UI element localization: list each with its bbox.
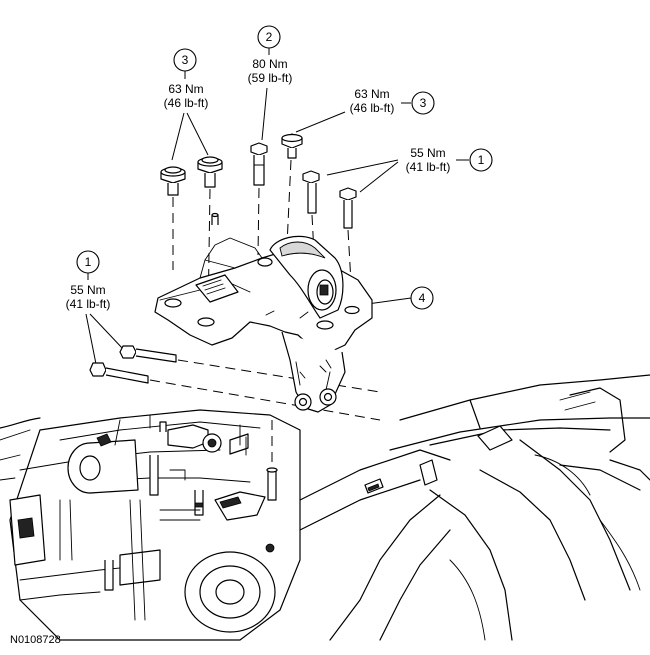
callout-number: 3 xyxy=(420,96,427,110)
engine-bay-assembly xyxy=(0,374,650,641)
flange-bolt-a xyxy=(160,166,186,270)
torque-nm-label: 80 Nm xyxy=(252,57,287,71)
callout-1-right: 55 Nm (41 lb-ft) 1 xyxy=(326,146,493,193)
torque-lbft-label: (46 lb-ft) xyxy=(350,101,395,115)
torque-nm-label: 55 Nm xyxy=(70,283,105,297)
callout-number: 4 xyxy=(419,291,426,305)
callout-number: 1 xyxy=(478,153,485,167)
stud-bolt xyxy=(250,142,268,256)
torque-lbft-label: (59 lb-ft) xyxy=(248,71,293,85)
flange-bolt-b xyxy=(197,156,223,319)
torque-nm-label: 55 Nm xyxy=(410,146,445,160)
callout-3-right: 63 Nm (46 lb-ft) 3 xyxy=(295,87,435,133)
long-bolt-b xyxy=(339,187,357,301)
torque-lbft-label: (41 lb-ft) xyxy=(66,297,111,311)
torque-nm-label: 63 Nm xyxy=(168,82,203,96)
flange-bolt-c xyxy=(281,133,303,246)
horizontal-bolt-b xyxy=(89,362,381,421)
callout-4: 4 xyxy=(359,286,434,310)
callout-number: 1 xyxy=(85,255,92,269)
callout-1-left: 1 55 Nm (41 lb-ft) xyxy=(66,250,125,365)
torque-nm-label: 63 Nm xyxy=(354,87,389,101)
torque-lbft-label: (41 lb-ft) xyxy=(406,160,451,174)
callout-number: 3 xyxy=(182,53,189,67)
horizontal-bolt-a xyxy=(119,345,381,393)
engine-mount-bracket xyxy=(154,212,373,413)
figure-id: N0108728 xyxy=(10,634,61,646)
callout-number: 2 xyxy=(266,30,273,44)
callout-2: 2 80 Nm (59 lb-ft) xyxy=(248,25,293,141)
callout-3-left: 3 63 Nm (46 lb-ft) xyxy=(164,48,209,161)
callout-circle xyxy=(469,148,493,172)
callout-circle xyxy=(411,91,435,115)
torque-lbft-label: (46 lb-ft) xyxy=(164,96,209,110)
